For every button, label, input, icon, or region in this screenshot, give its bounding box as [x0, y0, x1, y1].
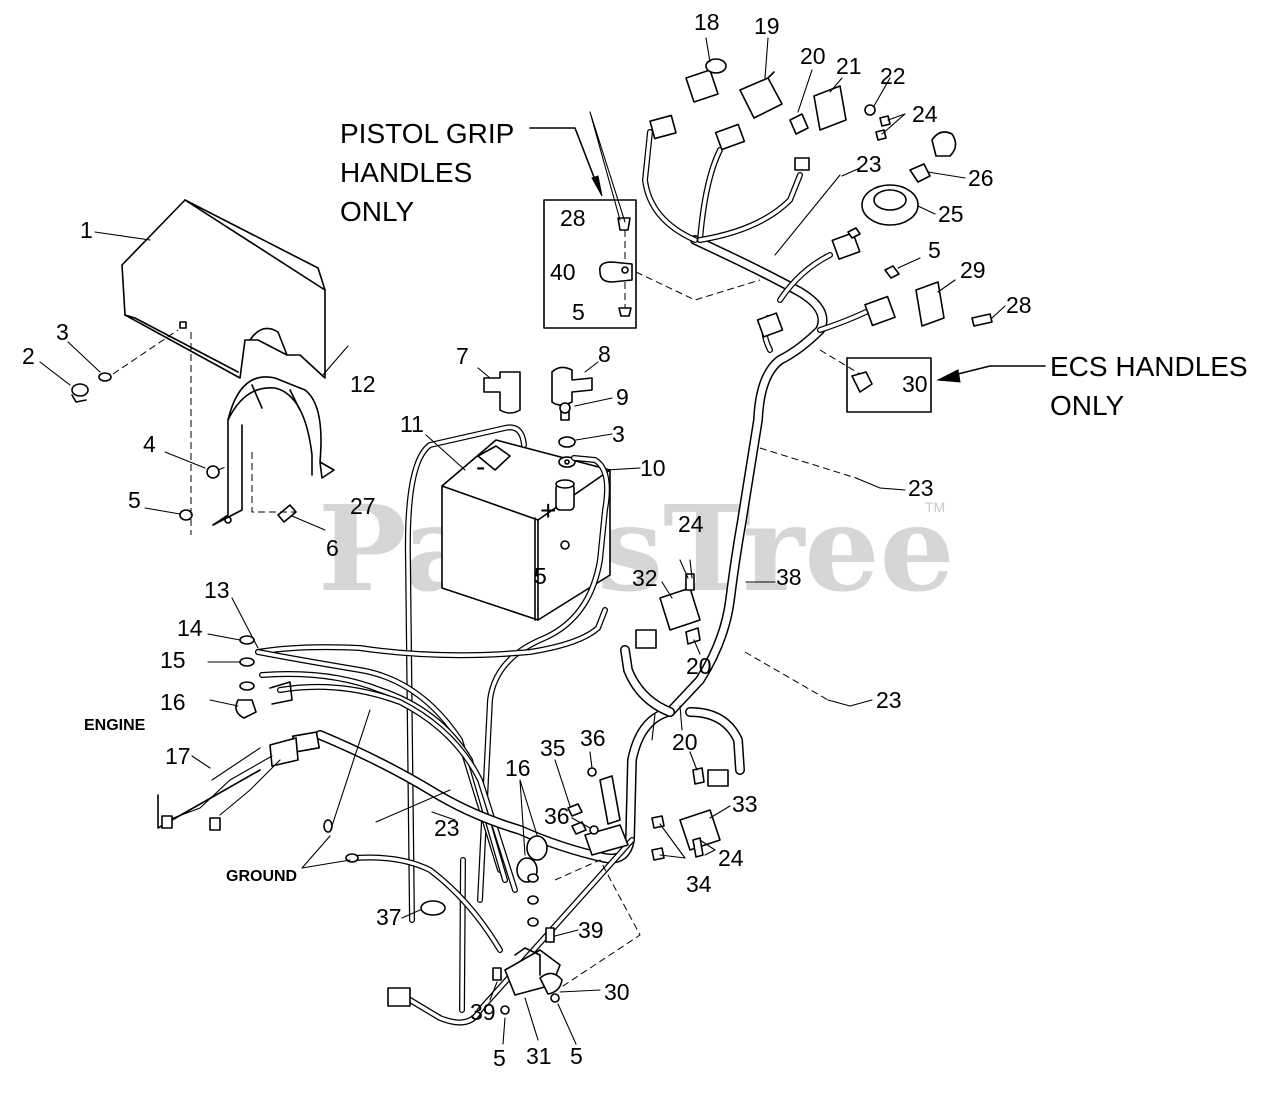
- captions: PISTOL GRIP HANDLES ONLY ECS HANDLES ONL…: [84, 118, 1248, 885]
- ecs-caption-line1: ECS HANDLES: [1050, 351, 1248, 382]
- watermark: PartsTree TM: [318, 479, 955, 618]
- ground-wire: [323, 709, 503, 953]
- battery-cover: [121, 199, 326, 379]
- cover-hardware: [71, 372, 297, 523]
- callout-8: 8: [598, 341, 611, 367]
- callout-24-low: 24: [718, 845, 744, 871]
- callout-23-lower: 23: [876, 687, 902, 713]
- callout-39-left: 39: [470, 999, 496, 1025]
- hold-down-strap: [212, 376, 335, 526]
- callout-16-solenoid: 16: [505, 755, 531, 781]
- ecs-box: [819, 349, 932, 413]
- callout-5-solenoid-right: 5: [570, 1043, 583, 1069]
- callout-numbers: 1 2 3 4 5 6 12 7 8 9 3 10 11 27 5 13 14 …: [22, 9, 1032, 1071]
- callout-39-right: 39: [578, 917, 604, 943]
- cover-assembly-lines: [112, 329, 296, 535]
- callout-5-pistol: 5: [572, 299, 585, 325]
- callout-24-top: 24: [912, 101, 938, 127]
- pistol-grip-caption-line2: HANDLES: [340, 157, 472, 188]
- callout-40: 40: [550, 259, 576, 285]
- watermark-text: PartsTree: [318, 479, 955, 618]
- leader-lines: [39, 37, 1006, 1045]
- callout-19: 19: [754, 13, 780, 39]
- battery-hardware: [558, 402, 576, 468]
- callout-30-solenoid: 30: [604, 979, 630, 1005]
- tie-straps: [375, 174, 881, 823]
- callout-23-top: 23: [856, 151, 882, 177]
- callout-10: 10: [640, 455, 666, 481]
- pistol-grip-caption-line3: ONLY: [340, 196, 414, 227]
- ecs-caption-line2: ONLY: [1050, 390, 1124, 421]
- starter-solenoid: [420, 835, 641, 1015]
- negative-terminal-label: -: [476, 451, 485, 482]
- ground-caption: GROUND: [226, 868, 297, 885]
- callout-5-battery: 5: [534, 563, 547, 589]
- battery: - +: [441, 439, 611, 621]
- callout-22: 22: [880, 63, 906, 89]
- callout-25: 25: [938, 201, 964, 227]
- callout-16-engine: 16: [160, 689, 186, 715]
- callout-35: 35: [540, 735, 566, 761]
- callout-34: 34: [686, 871, 712, 897]
- callout-23-right: 23: [908, 475, 934, 501]
- engine-caption: ENGINE: [84, 717, 146, 734]
- callout-9: 9: [616, 384, 629, 410]
- callout-6: 6: [326, 535, 339, 561]
- callout-29: 29: [960, 257, 986, 283]
- handle-note-arrows: [529, 127, 1046, 383]
- callout-33: 33: [732, 791, 758, 817]
- callout-21: 21: [836, 53, 862, 79]
- engine-plug: [157, 737, 299, 831]
- callout-28-handle: 28: [1006, 292, 1032, 318]
- harness-connectors: [291, 114, 896, 1007]
- callout-31: 31: [526, 1043, 552, 1069]
- callout-17: 17: [165, 743, 191, 769]
- callout-37: 37: [376, 904, 402, 930]
- callout-5-strap: 5: [128, 487, 141, 513]
- callout-28-pistol: 28: [560, 205, 586, 231]
- control-modules: [567, 573, 721, 861]
- callout-3-battery: 3: [612, 421, 625, 447]
- battery-cables: [404, 424, 610, 923]
- callout-20-top: 20: [800, 43, 826, 69]
- callout-23-left: 23: [434, 815, 460, 841]
- callout-4: 4: [143, 431, 156, 457]
- callout-2: 2: [22, 343, 35, 369]
- handle-switches: [685, 58, 993, 327]
- callout-36-low: 36: [544, 803, 570, 829]
- callout-1: 1: [80, 217, 93, 243]
- callout-26: 26: [968, 165, 994, 191]
- watermark-tm: TM: [925, 499, 945, 515]
- callout-14: 14: [177, 615, 203, 641]
- terminal-covers: [483, 366, 593, 414]
- callout-11: 11: [400, 411, 424, 437]
- callout-36-top: 36: [580, 725, 606, 751]
- callout-3-cover: 3: [56, 319, 69, 345]
- callout-20-low: 20: [672, 729, 698, 755]
- callout-12: 12: [350, 371, 376, 397]
- callout-5-solenoid-left: 5: [493, 1045, 506, 1071]
- callout-27: 27: [350, 493, 376, 519]
- callout-13: 13: [204, 577, 230, 603]
- positive-terminal-label: +: [540, 495, 556, 526]
- callout-5-handle: 5: [928, 237, 941, 263]
- pistol-grip-box: [543, 199, 761, 329]
- engine-harness: [235, 607, 608, 893]
- callout-30-ecs: 30: [902, 371, 928, 397]
- callout-32: 32: [632, 565, 658, 591]
- callout-38: 38: [776, 564, 802, 590]
- callout-7: 7: [456, 343, 469, 369]
- callout-18: 18: [694, 9, 720, 35]
- pistol-grip-caption-line1: PISTOL GRIP: [340, 118, 514, 149]
- callout-15: 15: [160, 647, 186, 673]
- callout-20-mid: 20: [686, 653, 712, 679]
- callout-24-mid: 24: [678, 511, 704, 537]
